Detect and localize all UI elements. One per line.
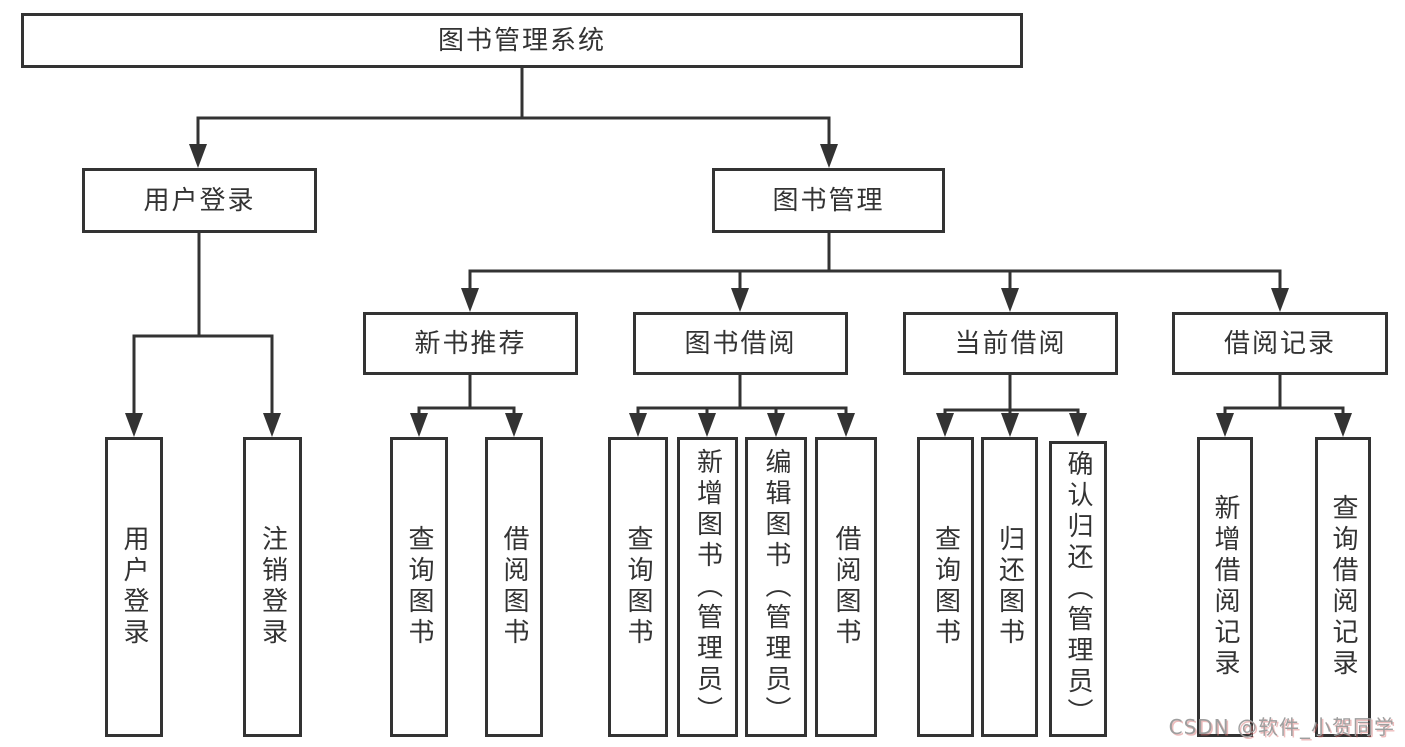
arrowhead [1069,413,1087,437]
csdn-watermark: CSDN @软件_小贺同学 [1168,715,1395,739]
node-borrow-records: 借阅记录 [1172,312,1388,375]
node-book-management-label: 图书管理 [772,185,885,216]
arrowhead [1334,413,1352,437]
leaf-current-return-books-label: 归还图书 [994,525,1025,649]
leaf-borrow-add-books-admin-label: 新增图书（管理员） [692,447,723,727]
leaf-recommend-borrow-books: 借阅图书 [485,437,543,737]
connector-mgmt-to-level3 [461,231,1289,312]
node-current-borrow-label: 当前借阅 [954,328,1067,359]
arrowhead [936,413,954,437]
leaf-logout-login-label: 注销登录 [257,525,288,649]
leaf-recommend-query-books: 查询图书 [390,437,448,737]
leaf-borrow-edit-books-admin-label: 编辑图书（管理员） [761,447,791,727]
arrowhead [837,413,855,437]
connector-recommend-to-leaves [410,373,523,437]
leaf-borrow-query-books-label: 查询图书 [623,525,653,649]
node-book-borrow: 图书借阅 [633,312,848,375]
leaf-records-add-borrow-record-label: 新增借阅记录 [1210,494,1240,680]
leaf-current-query-books-label: 查询图书 [930,525,961,649]
leaf-records-add-borrow-record: 新增借阅记录 [1197,437,1253,737]
arrowhead [731,288,749,312]
arrowhead [698,413,716,437]
connector-current-to-leaves [936,373,1087,437]
leaf-current-query-books: 查询图书 [917,437,974,737]
leaf-user-login-label: 用户登录 [119,525,149,649]
connector-borrow-to-leaves [629,373,855,437]
node-root: 图书管理系统 [21,13,1023,68]
leaf-records-query-borrow-record: 查询借阅记录 [1315,437,1371,737]
arrowhead [461,288,479,312]
leaf-user-login: 用户登录 [105,437,163,737]
arrowhead [125,413,143,437]
arrowhead [1001,413,1019,437]
leaf-borrow-borrow-books-label: 借阅图书 [831,525,861,649]
node-root-label: 图书管理系统 [437,25,606,56]
leaf-borrow-edit-books-admin: 编辑图书（管理员） [745,437,807,737]
leaf-current-return-books: 归还图书 [981,437,1038,737]
node-new-book-recommend: 新书推荐 [363,312,578,375]
arrowhead [505,413,523,437]
leaf-borrow-query-books: 查询图书 [608,437,668,737]
leaf-borrow-borrow-books: 借阅图书 [815,437,877,737]
connector-records-to-leaves [1216,373,1352,437]
leaf-recommend-query-books-label: 查询图书 [404,525,434,649]
arrowhead [629,413,647,437]
arrowhead [767,413,785,437]
node-user-login: 用户登录 [82,168,317,233]
node-user-login-label: 用户登录 [143,185,256,216]
arrowhead [820,144,838,168]
connector-login-to-leaves [125,230,281,437]
node-new-book-recommend-label: 新书推荐 [414,328,527,359]
arrowhead [1271,288,1289,312]
arrowhead [1001,288,1019,312]
leaf-borrow-add-books-admin: 新增图书（管理员） [677,437,738,737]
node-current-borrow: 当前借阅 [903,312,1118,375]
leaf-current-confirm-return-admin-label: 确认归还（管理员） [1063,449,1093,729]
arrowhead [1216,413,1234,437]
leaf-recommend-borrow-books-label: 借阅图书 [499,525,529,649]
arrowhead [410,413,428,437]
arrowhead [189,144,207,168]
node-book-borrow-label: 图书借阅 [684,328,797,359]
leaf-current-confirm-return-admin: 确认归还（管理员） [1049,441,1107,737]
leaf-logout-login: 注销登录 [243,437,302,737]
leaf-records-query-borrow-record-label: 查询借阅记录 [1328,494,1358,680]
node-book-management: 图书管理 [712,168,945,233]
arrowhead [263,413,281,437]
node-borrow-records-label: 借阅记录 [1223,328,1336,359]
connector-root-to-level2 [189,66,838,168]
